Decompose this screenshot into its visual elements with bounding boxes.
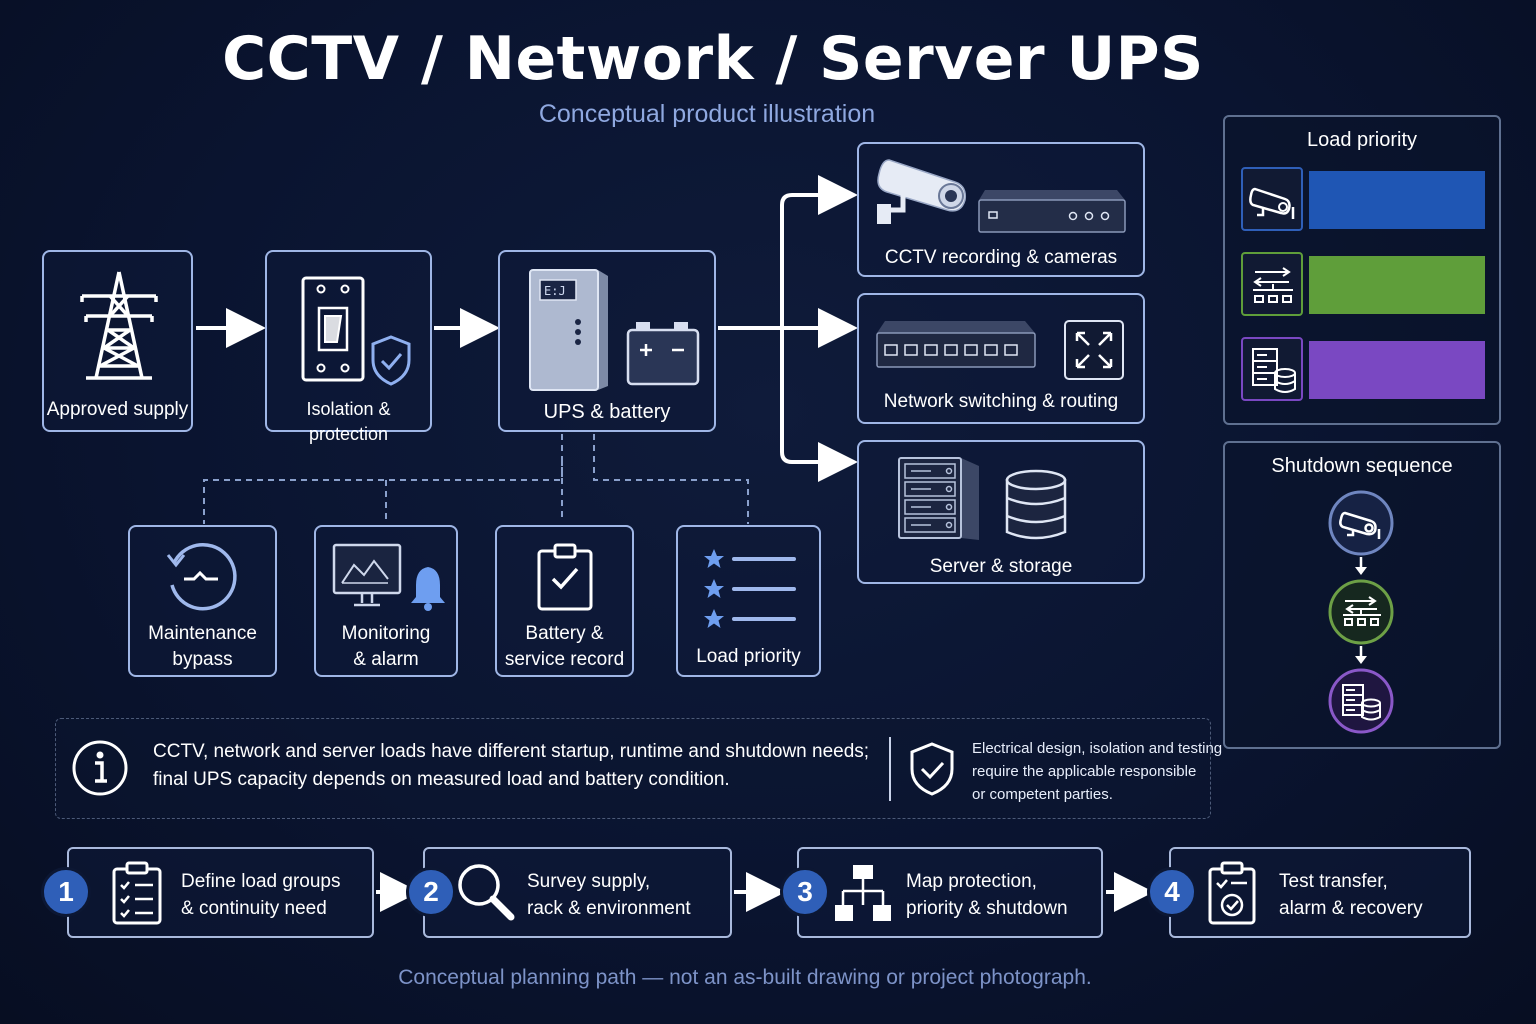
- isolation-node[interactable]: Isolation & protection: [265, 250, 432, 444]
- shutdown-sequence-panel: Shutdown sequence: [1223, 441, 1501, 749]
- step-3-text: Map protection, priority & shutdown: [906, 868, 1068, 922]
- shutdown-network-switch-icon: [1343, 596, 1381, 626]
- shield-check-icon: [910, 742, 954, 796]
- shutdown-panel-title: Shutdown sequence: [1271, 455, 1453, 477]
- shutdown-sequence-diagram: [1328, 490, 1394, 734]
- ups-cabinet-icon: E:J: [529, 269, 608, 391]
- step-4-text: Test transfer, alarm & recovery: [1279, 868, 1423, 922]
- server-rack-icon: [898, 457, 979, 540]
- step-3-badge: 3: [780, 867, 830, 917]
- arrow-to-cctv: [780, 175, 858, 328]
- load-priority-feature-label: Load priority: [696, 646, 801, 667]
- dashed-feature-links: [203, 434, 749, 524]
- notes-panel: CCTV, network and server loads have diff…: [55, 718, 1222, 819]
- database-icon: [1005, 469, 1067, 540]
- step-2-line-2: rack & environment: [527, 898, 691, 919]
- shield-check-icon: [371, 335, 411, 386]
- ups-battery-node[interactable]: E:J UPS & battery: [498, 250, 716, 432]
- step-4-badge: 4: [1147, 867, 1197, 917]
- step-2-line-1: Survey supply,: [527, 871, 651, 892]
- clipboard-check-icon: [537, 543, 593, 611]
- network-switch-icon: [1253, 267, 1293, 303]
- arrow-to-server: [780, 328, 858, 482]
- monitoring-label-1: Monitoring: [341, 623, 431, 644]
- approved-supply-node[interactable]: Approved supply: [42, 250, 193, 432]
- hierarchy-icon: [835, 865, 891, 921]
- priority-row-2-icon-box: [1241, 252, 1303, 316]
- expand-arrows-icon: [1064, 320, 1124, 380]
- dvr-recorder-icon: [978, 190, 1126, 233]
- server-output-label: Server & storage: [929, 556, 1073, 577]
- alarm-bell-icon: [411, 567, 445, 611]
- magnifier-icon: [458, 864, 515, 921]
- info-note-line-1: CCTV, network and server loads have diff…: [153, 741, 870, 762]
- network-output-node[interactable]: Network switching & routing: [857, 293, 1145, 424]
- step-4-line-1: Test transfer,: [1279, 871, 1388, 892]
- page-title: CCTV / Network / Server UPS: [222, 24, 1204, 94]
- priority-bar-1: [1309, 171, 1485, 229]
- cctv-output-label: CCTV recording & cameras: [884, 247, 1118, 268]
- step-1-card[interactable]: Define load groups & continuity need: [67, 847, 374, 938]
- transmission-tower-icon: [80, 271, 158, 380]
- svg-text:E:J: E:J: [544, 284, 566, 298]
- step-2-card[interactable]: Survey supply, rack & environment: [423, 847, 732, 938]
- step-2-badge: 2: [406, 867, 456, 917]
- step-3-line-2: priority & shutdown: [906, 898, 1068, 919]
- priority-bar-3: [1309, 341, 1485, 399]
- server-icon: [1252, 348, 1296, 393]
- server-output-node[interactable]: Server & storage: [857, 440, 1145, 584]
- battery-icon: [626, 322, 700, 386]
- monitoring-alarm-node[interactable]: Monitoring & alarm: [314, 525, 458, 677]
- step-3-card[interactable]: Map protection, priority & shutdown: [797, 847, 1103, 938]
- battery-service-label-2: service record: [504, 649, 625, 670]
- step-2-text: Survey supply, rack & environment: [527, 868, 691, 922]
- priority-star-list-icon: [704, 549, 796, 628]
- battery-service-label-1: Battery &: [525, 623, 604, 644]
- network-output-label: Network switching & routing: [883, 391, 1119, 412]
- footer-disclaimer: Conceptual planning path — not an as-bui…: [398, 966, 1092, 989]
- step-4-line-2: alarm & recovery: [1279, 898, 1423, 919]
- step-1-line-1: Define load groups: [181, 871, 341, 892]
- maintenance-label-2: bypass: [172, 649, 233, 670]
- ups-battery-label: UPS & battery: [543, 401, 671, 423]
- safety-note-line-3: or competent parties.: [972, 786, 1113, 803]
- shutdown-server-icon: [1342, 684, 1381, 721]
- isolator-switch-icon: [301, 276, 365, 382]
- monitor-chart-icon: [332, 543, 402, 607]
- cctv-output-node[interactable]: CCTV recording & cameras: [857, 142, 1145, 277]
- step-3-line-1: Map protection,: [906, 871, 1037, 892]
- safety-note: Electrical design, isolation and testing…: [972, 737, 1222, 806]
- maintenance-bypass-node[interactable]: Maintenance bypass: [128, 525, 277, 677]
- priority-row-1-icon-box: [1241, 167, 1303, 231]
- checklist-clipboard-icon: [112, 861, 162, 925]
- cctv-camera-icon: [877, 159, 967, 224]
- test-clipboard-icon: [1208, 861, 1256, 925]
- step-1-badge: 1: [41, 867, 91, 917]
- battery-service-node[interactable]: Battery & service record: [495, 525, 634, 677]
- info-note-line-2: final UPS capacity depends on measured l…: [153, 769, 730, 790]
- step-1-line-2: & continuity need: [181, 898, 327, 919]
- step-4-card[interactable]: Test transfer, alarm & recovery: [1169, 847, 1471, 938]
- load-priority-panel-title: Load priority: [1306, 129, 1418, 151]
- priority-row-3-icon-box: [1241, 337, 1303, 401]
- maintenance-label-1: Maintenance: [148, 623, 257, 644]
- priority-bar-2: [1309, 256, 1485, 314]
- safety-note-line-1: Electrical design, isolation and testing: [972, 740, 1223, 757]
- isolation-label: Isolation & protection: [306, 399, 391, 444]
- page-subtitle: Conceptual product illustration: [538, 100, 876, 128]
- camera-icon: [1249, 187, 1295, 219]
- notes-divider: [889, 737, 891, 801]
- shutdown-camera-icon: [1339, 511, 1381, 539]
- network-switch-device-icon: [876, 321, 1036, 368]
- load-priority-node[interactable]: Load priority: [676, 525, 821, 677]
- approved-supply-label: Approved supply: [46, 399, 189, 420]
- safety-note-line-2: require the applicable responsible: [972, 763, 1197, 780]
- monitoring-label-2: & alarm: [353, 649, 419, 670]
- load-priority-panel: Load priority: [1223, 115, 1501, 425]
- info-icon: [72, 740, 128, 796]
- bypass-cycle-icon: [166, 543, 237, 611]
- step-1-text: Define load groups & continuity need: [181, 868, 341, 922]
